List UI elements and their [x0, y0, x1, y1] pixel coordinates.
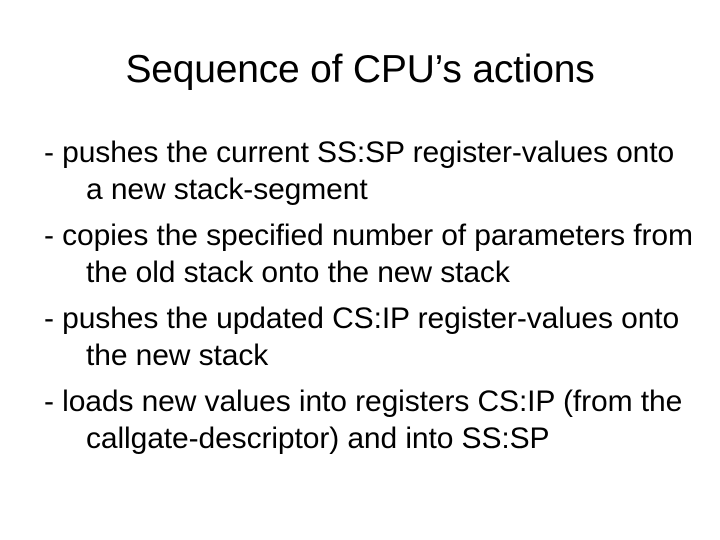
- list-item: - pushes the current SS:SP register-valu…: [44, 136, 675, 206]
- list-item: - loads new values into registers CS:IP …: [44, 385, 683, 455]
- page-title: Sequence of CPU’s actions: [125, 48, 595, 91]
- list-item: - pushes the updated CS:IP register-valu…: [44, 302, 680, 372]
- bullet-list: - pushes the current SS:SP register-valu…: [44, 134, 694, 457]
- list-item: - copies the specified number of paramet…: [44, 219, 693, 289]
